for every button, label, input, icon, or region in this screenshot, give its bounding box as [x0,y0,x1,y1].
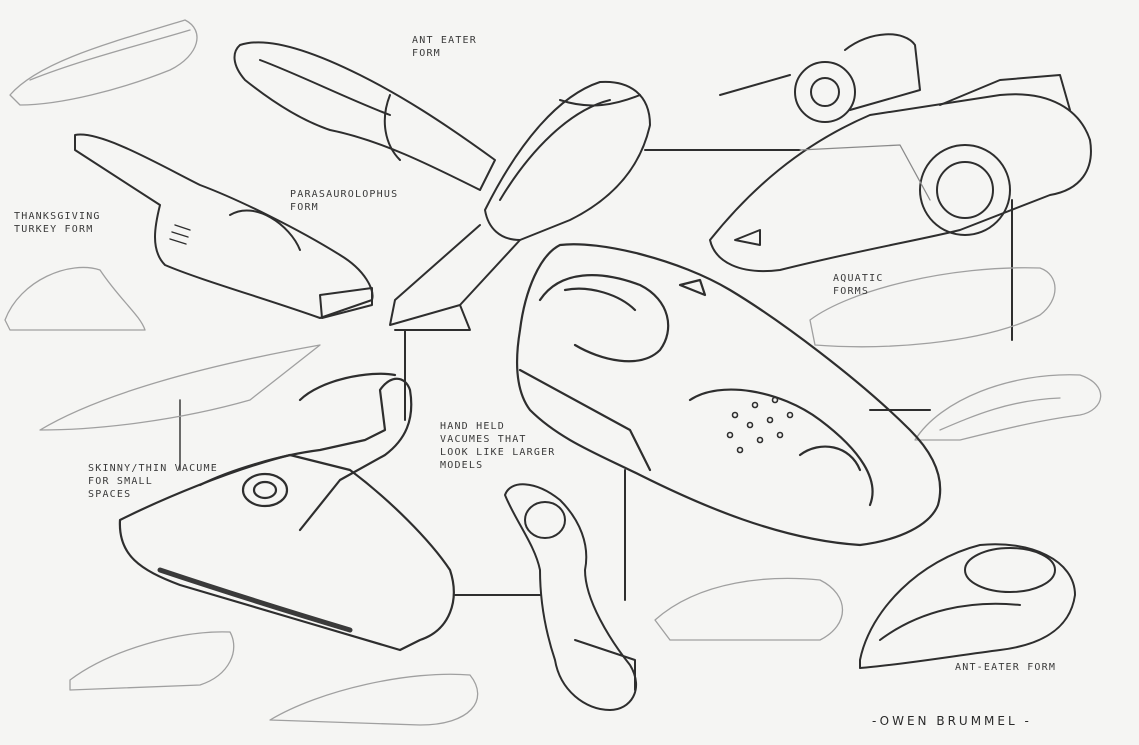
handheld-note: HAND HELD VACUMES THAT LOOK LIKE LARGER … [440,421,556,471]
faint-doodles [4,19,1102,726]
aquatic-forms-note: AQUATIC FORMS [833,273,884,297]
connector-lines [179,149,1013,601]
artist-signature: -OWEN BRUMMEL - [872,714,1032,728]
intake-holes [726,396,794,454]
wheel-vacuum-sketch [709,33,1092,272]
ant-eater-form-note: ANT-EATER FORM [955,662,1057,673]
parasaurolophus-note: PARASAUROLOPHUS FORM [290,189,399,213]
ant-eater-note: ANT EATER FORM [412,35,477,59]
turkey-form-note: THANKSGIVING TURKEY FORM [14,211,101,235]
ant-eater-bottom-sketch [859,543,1076,669]
ant-eater-top-sketch [233,41,496,191]
handheld-vacuum-sketch [515,243,942,547]
turkey-form-sketch [74,133,374,319]
ant-eater-handheld-sketch [504,483,637,711]
floor-vacuum-sketch [118,372,455,652]
parasaurolophus-sketch [389,80,651,331]
skinny-vacuum-note: SKINNY/THIN VACUME FOR SMALL SPACES [88,463,218,500]
